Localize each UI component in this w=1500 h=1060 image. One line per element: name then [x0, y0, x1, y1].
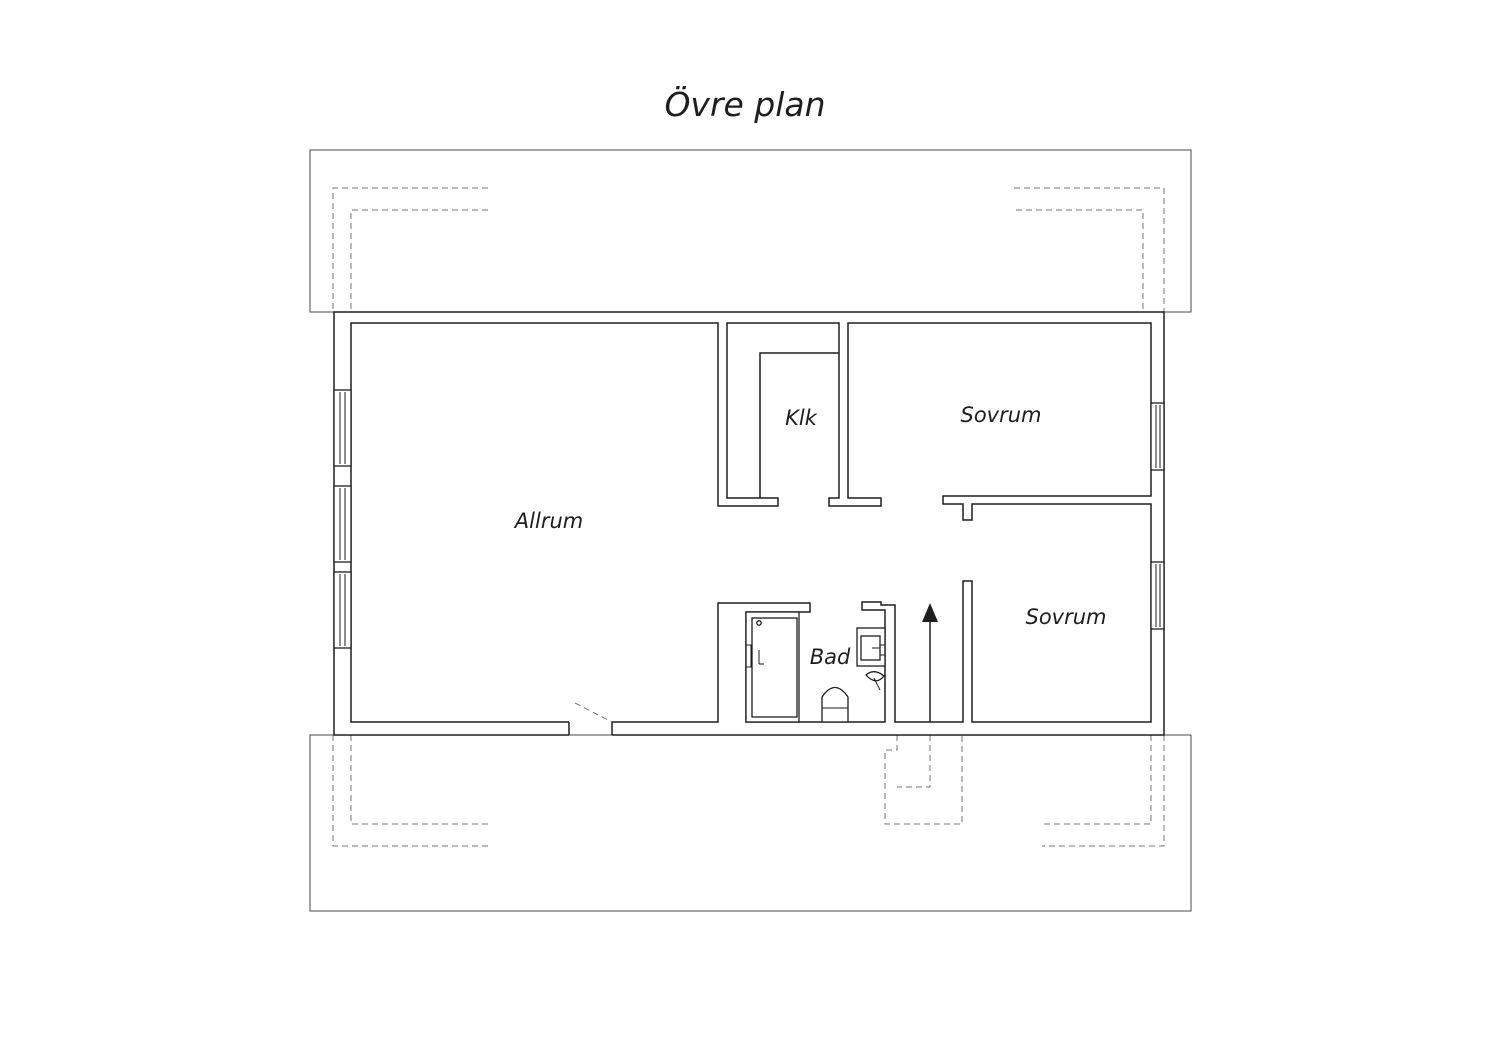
- room-label-sovrum-upper: Sovrum: [960, 403, 1041, 427]
- room-label-klk: Klk: [785, 406, 818, 430]
- roof-top-outline: [309, 149, 1192, 313]
- sink-icon: [856, 627, 886, 667]
- room-label-bad: Bad: [810, 645, 851, 669]
- valve-icon: [865, 671, 885, 691]
- roof-bottom-outline: [309, 734, 1192, 912]
- dashed-lines-bottom: [332, 735, 1165, 847]
- room-label-allrum: Allrum: [513, 509, 583, 533]
- entrance-door-swing: [574, 702, 613, 723]
- stair-arrow-icon: [922, 603, 938, 722]
- dashed-lines-top: [332, 187, 1165, 312]
- room-label-sovrum-lower: Sovrum: [1025, 605, 1106, 629]
- plan-title: Övre plan: [664, 84, 825, 124]
- shower-icon: [745, 611, 800, 723]
- windows-right: [1150, 402, 1165, 630]
- toilet-icon: [821, 686, 849, 723]
- windows-left: [333, 389, 352, 649]
